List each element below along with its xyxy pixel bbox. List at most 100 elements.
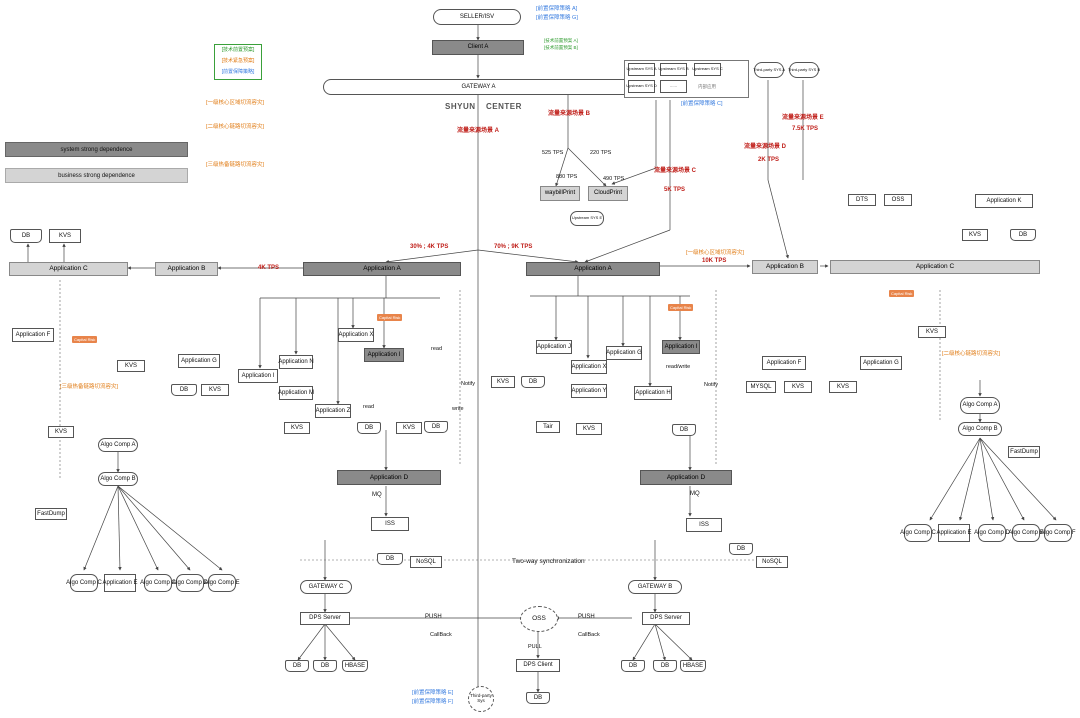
client-a-node: Client A bbox=[432, 40, 524, 55]
legend-box: [技术前置预案] [技术紧急预案] [前置保障策略] bbox=[214, 44, 262, 80]
tps-880: 880 TPS bbox=[556, 174, 578, 180]
right-application-d: Application D bbox=[640, 470, 732, 485]
gateway-a-node: GATEWAY A bbox=[323, 79, 634, 95]
left-read-1: read bbox=[431, 346, 443, 352]
tech-b-label: [技术前置预案 B] bbox=[544, 45, 578, 50]
center-oss-cloud: OSS bbox=[520, 606, 558, 632]
split-left: 30% ; 4K TPS bbox=[410, 244, 449, 250]
left-application-f: Application F bbox=[12, 328, 54, 342]
third-party-sys-cloud: Third-party Sys bbox=[468, 686, 494, 712]
legend-item-tech-front: [技术前置预案] bbox=[221, 47, 255, 53]
left-kvs-6: KVS bbox=[48, 426, 74, 438]
right-application-h: Application H bbox=[634, 386, 672, 400]
left-capital-risk-flag-2: Capital Risk bbox=[72, 336, 98, 343]
left-algo-comp-c2: Algo Comp C bbox=[140, 574, 176, 592]
note-level1: [一级核心区域切流容灾] bbox=[206, 100, 265, 106]
right-fastdump: FastDump bbox=[1008, 446, 1040, 458]
scene-a-label: 流量来源场景 A bbox=[457, 128, 500, 134]
tech-a-label: [技术前置预案 A] bbox=[544, 38, 578, 43]
split-right: 70% ; 9K TPS bbox=[494, 244, 533, 250]
right-nosql: NoSQL bbox=[756, 556, 788, 568]
right-db-2: DB bbox=[672, 424, 696, 436]
right-application-e: Application E bbox=[936, 524, 972, 542]
left-db-1: DB bbox=[10, 229, 42, 243]
right-application-g2: Application G bbox=[860, 356, 902, 370]
left-application-c: Application C bbox=[9, 262, 128, 276]
note-level2-right: [二级核心链路切流容灾] bbox=[942, 351, 1001, 357]
right-dps-db-2: DB bbox=[653, 660, 677, 672]
left-algo-comp-b: Algo Comp B bbox=[98, 472, 138, 486]
bottom-db: DB bbox=[526, 692, 550, 704]
left-kvs-2: KVS bbox=[117, 360, 145, 372]
left-mq-db: DB bbox=[377, 553, 403, 565]
left-write: write bbox=[452, 406, 464, 412]
left-dps-server: DPS Server bbox=[300, 612, 350, 625]
center-label-right: CENTER bbox=[486, 102, 522, 111]
policy-g-label: [前置保障策略 G] bbox=[536, 15, 578, 21]
upstream-sys-d: Upstream SYS D bbox=[626, 80, 657, 93]
left-kvs-1: KVS bbox=[49, 229, 81, 243]
two-way-sync-label: Two-way synchronization bbox=[512, 558, 585, 565]
left-application-m: Application M bbox=[278, 386, 314, 400]
left-nosql: NoSQL bbox=[410, 556, 442, 568]
left-dps-db-1: DB bbox=[285, 660, 309, 672]
left-fastdump: FastDump bbox=[35, 508, 67, 520]
left-db-2: DB bbox=[171, 384, 197, 396]
upstream-sys-b: Upstream SYS B bbox=[658, 63, 689, 76]
note-level1-right: [一级核心区域切流容灾] bbox=[686, 250, 745, 256]
left-notify: Notify bbox=[461, 381, 476, 387]
right-notify: Notify bbox=[704, 382, 719, 388]
right-kvs-1: KVS bbox=[491, 376, 515, 388]
right-db-1: DB bbox=[521, 376, 545, 388]
legend-item-guarantee: [前置保障策略] bbox=[221, 69, 255, 75]
left-application-e: Application E bbox=[102, 574, 138, 592]
scene-b-label: 流量来源场景 B bbox=[548, 111, 591, 117]
tps-7-5k: 7.5K TPS bbox=[792, 126, 819, 132]
right-kvs-5: KVS bbox=[918, 326, 946, 338]
right-kvs-3: KVS bbox=[784, 381, 812, 393]
left-kvs-4: KVS bbox=[284, 422, 310, 434]
right-dts: DTS bbox=[848, 194, 876, 206]
right-application-f: Application F bbox=[762, 356, 806, 370]
left-db-4: DB bbox=[424, 421, 448, 433]
right-mysql: MYSQL bbox=[746, 381, 776, 393]
left-algo-comp-c: Algo Comp C bbox=[66, 574, 102, 592]
center-label-left: SHYUN bbox=[445, 102, 476, 111]
callback-left: CallBack bbox=[430, 632, 452, 638]
right-algo-comp-a: Algo Comp A bbox=[960, 397, 1000, 414]
right-application-k: Application K bbox=[975, 194, 1033, 208]
right-application-j: Application J bbox=[536, 340, 572, 354]
right-application-g: Application G bbox=[606, 346, 642, 360]
note-level3: [三级热备链路切流容灾] bbox=[206, 162, 265, 168]
left-hbase: HBASE bbox=[342, 660, 368, 672]
left-application-b: Application B bbox=[155, 262, 218, 276]
left-mq: MQ bbox=[372, 492, 382, 498]
left-application-n: Application N bbox=[278, 355, 314, 369]
right-application-x: Application X bbox=[571, 360, 607, 374]
right-capital-risk-flag-2: Capital Risk bbox=[889, 290, 915, 297]
right-read-write: read/write bbox=[666, 364, 691, 370]
right-mq: MQ bbox=[690, 491, 700, 497]
right-iss: ISS bbox=[686, 518, 722, 532]
left-application-g: Application G bbox=[178, 354, 220, 368]
right-mq-db: DB bbox=[729, 543, 753, 555]
scene-c-label: 流量来源场景 C bbox=[654, 168, 697, 174]
policy-e-label: [前置保障策略 E] bbox=[412, 690, 454, 696]
upstream-inner: 内部应用 bbox=[698, 84, 716, 89]
left-db-3: DB bbox=[357, 422, 381, 434]
right-application-b: Application B bbox=[752, 260, 818, 274]
right-dps-db-1: DB bbox=[621, 660, 645, 672]
scene-e-label: 流量来源场景 E bbox=[782, 115, 824, 121]
gateway-b-node: GATEWAY B bbox=[628, 580, 682, 594]
tps-220: 220 TPS bbox=[590, 150, 612, 156]
right-application-a: Application A bbox=[526, 262, 660, 276]
tps-5k: 5K TPS bbox=[664, 187, 686, 193]
tps-525: 525 TPS bbox=[542, 150, 564, 156]
right-kvs-6: KVS bbox=[962, 229, 988, 241]
right-db-3: DB bbox=[1010, 229, 1036, 241]
left-algo-comp-e: Algo Comp E bbox=[204, 574, 240, 592]
push-right: PUSH bbox=[578, 614, 595, 620]
left-application-x: Application X bbox=[338, 328, 374, 342]
right-algo-comp-b: Algo Comp B bbox=[958, 422, 1002, 436]
